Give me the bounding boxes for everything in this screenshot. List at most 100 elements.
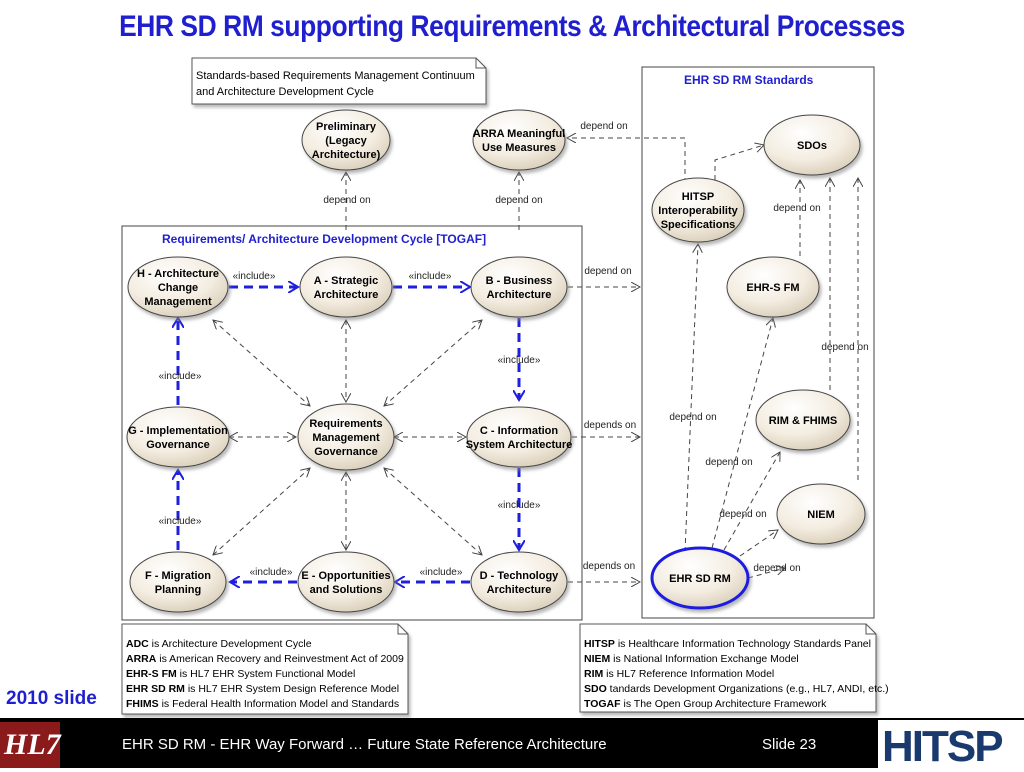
node-g-shape: [126, 406, 230, 468]
node-arra-shape: [472, 109, 566, 171]
node-c-label: System Architecture: [466, 439, 573, 451]
dependency-edge: [384, 468, 482, 555]
footer-bar: [0, 718, 1024, 768]
node-sdos: SDOs: [763, 114, 861, 176]
top-note-line-1: Standards-based Requirements Management …: [196, 70, 475, 82]
edge-label-include: «include»: [409, 271, 452, 282]
node-rmg-label: Requirements: [309, 418, 382, 430]
node-c-label: C - Information: [480, 425, 558, 437]
node-h-shape: [127, 256, 229, 318]
legend-item: EHR SD RM is HL7 EHR System Design Refer…: [126, 683, 399, 695]
edge-label-include: «include»: [498, 500, 541, 511]
hitsp-logo: HITSP: [878, 720, 1024, 771]
hl7-logo-text: HL7: [4, 728, 61, 761]
dependency-edge: [567, 138, 686, 210]
dependency-edge: [213, 320, 310, 406]
legend-left: ADC is Architecture Development CycleARR…: [121, 623, 409, 715]
dependency-edge: [711, 318, 773, 549]
standards-frame: EHR SD RM Standards: [641, 66, 875, 619]
node-preliminary-label: Architecture): [312, 149, 381, 161]
dependency-edge: [213, 468, 310, 555]
node-b-shape: [470, 256, 568, 318]
edge-label-include: «include»: [233, 271, 276, 282]
edge-label-depend-on: depend on: [773, 203, 820, 214]
node-f-label: Planning: [155, 584, 201, 596]
node-e: E - Opportunities and Solutions: [297, 551, 395, 613]
dependency-edge: [723, 452, 780, 551]
togaf-frame: Requirements/ Architecture Development C…: [121, 225, 583, 621]
edge-label-depend-on: depend on: [495, 195, 542, 206]
legend-item: ADC is Architecture Development Cycle: [126, 638, 312, 650]
edge-label-depend-on: depend on: [580, 121, 627, 132]
edge-label-depend-on: depend on: [753, 563, 800, 574]
node-d-label: Architecture: [487, 584, 552, 596]
edge-label-depend-on: depend on: [719, 509, 766, 520]
top-note-line-2: and Architecture Development Cycle: [196, 86, 374, 98]
node-d-shape: [470, 551, 568, 613]
dependency-edges: [213, 138, 858, 582]
node-c-shape: [466, 406, 572, 468]
node-h-label: Management: [144, 296, 212, 308]
node-rmg-label: Governance: [314, 446, 378, 458]
node-rim-label: RIM & FHIMS: [769, 415, 837, 427]
node-h-label: Change: [158, 282, 198, 294]
node-e-label: and Solutions: [310, 584, 383, 596]
legend-item: RIM is HL7 Reference Information Model: [584, 668, 774, 680]
node-niem-shape: [776, 483, 866, 545]
edge-label-depend-on: depend on: [705, 457, 752, 468]
dependency-edge: [739, 530, 778, 557]
edge-label-include: «include»: [250, 567, 293, 578]
legend-item: FHIMS is Federal Health Information Mode…: [126, 698, 399, 710]
node-g-label: Governance: [146, 439, 210, 451]
legend-item: HITSP is Healthcare Information Technolo…: [584, 638, 871, 650]
node-preliminary-label: (Legacy: [325, 135, 367, 147]
node-niem-label: NIEM: [807, 509, 835, 521]
node-ehrsdrm-shape: [650, 546, 750, 610]
node-rmg-shape: [297, 403, 395, 471]
node-arra-label: ARRA Meaningful: [473, 128, 565, 140]
edge-label-include: «include»: [159, 516, 202, 527]
node-rmg-label: Management: [312, 432, 380, 444]
footer-text: EHR SD RM - EHR Way Forward … Future Sta…: [122, 736, 607, 753]
edge-label-include: «include»: [420, 567, 463, 578]
hl7-logo: HL7: [0, 722, 61, 768]
togaf-frame-title: Requirements/ Architecture Development C…: [162, 232, 486, 246]
node-e-label: E - Opportunities: [301, 570, 390, 582]
edge-label-depend-on: depend on: [323, 195, 370, 206]
legend-item: ARRA is American Recovery and Reinvestme…: [126, 653, 404, 665]
legend-right: HITSP is Healthcare Information Technolo…: [579, 623, 889, 713]
node-d-label: D - Technology: [480, 570, 560, 582]
legend-item: EHR-S FM is HL7 EHR System Functional Mo…: [126, 668, 355, 680]
edge-label-depends-on: depends on: [583, 561, 635, 572]
dependency-edge: [384, 320, 482, 406]
node-a-label: A - Strategic: [314, 275, 378, 287]
node-rim-shape: [755, 389, 851, 451]
slide-title: EHR SD RM supporting Requirements & Arch…: [119, 10, 905, 43]
legend-item: SDO tandards Development Organizations (…: [584, 683, 889, 695]
node-ehrsfm-label: EHR-S FM: [746, 282, 799, 294]
dependency-edge: [684, 244, 698, 553]
edge-label-depend-on: depend on: [584, 266, 631, 277]
standards-frame-title: EHR SD RM Standards: [684, 73, 814, 87]
node-a-label: Architecture: [314, 289, 379, 301]
edge-label-include: «include»: [498, 355, 541, 366]
node-sdos-label: SDOs: [797, 140, 827, 152]
slide-number: Slide 23: [762, 736, 817, 753]
edge-label-include: «include»: [159, 371, 202, 382]
node-niem: NIEM: [776, 483, 866, 545]
node-g-label: G - Implementation: [128, 425, 228, 437]
node-e-shape: [297, 551, 395, 613]
include-edges: [178, 287, 519, 582]
node-ehrsfm-shape: [726, 256, 820, 318]
top-note: Standards-based Requirements Management …: [191, 57, 487, 105]
node-b-label: B - Business: [486, 275, 553, 287]
